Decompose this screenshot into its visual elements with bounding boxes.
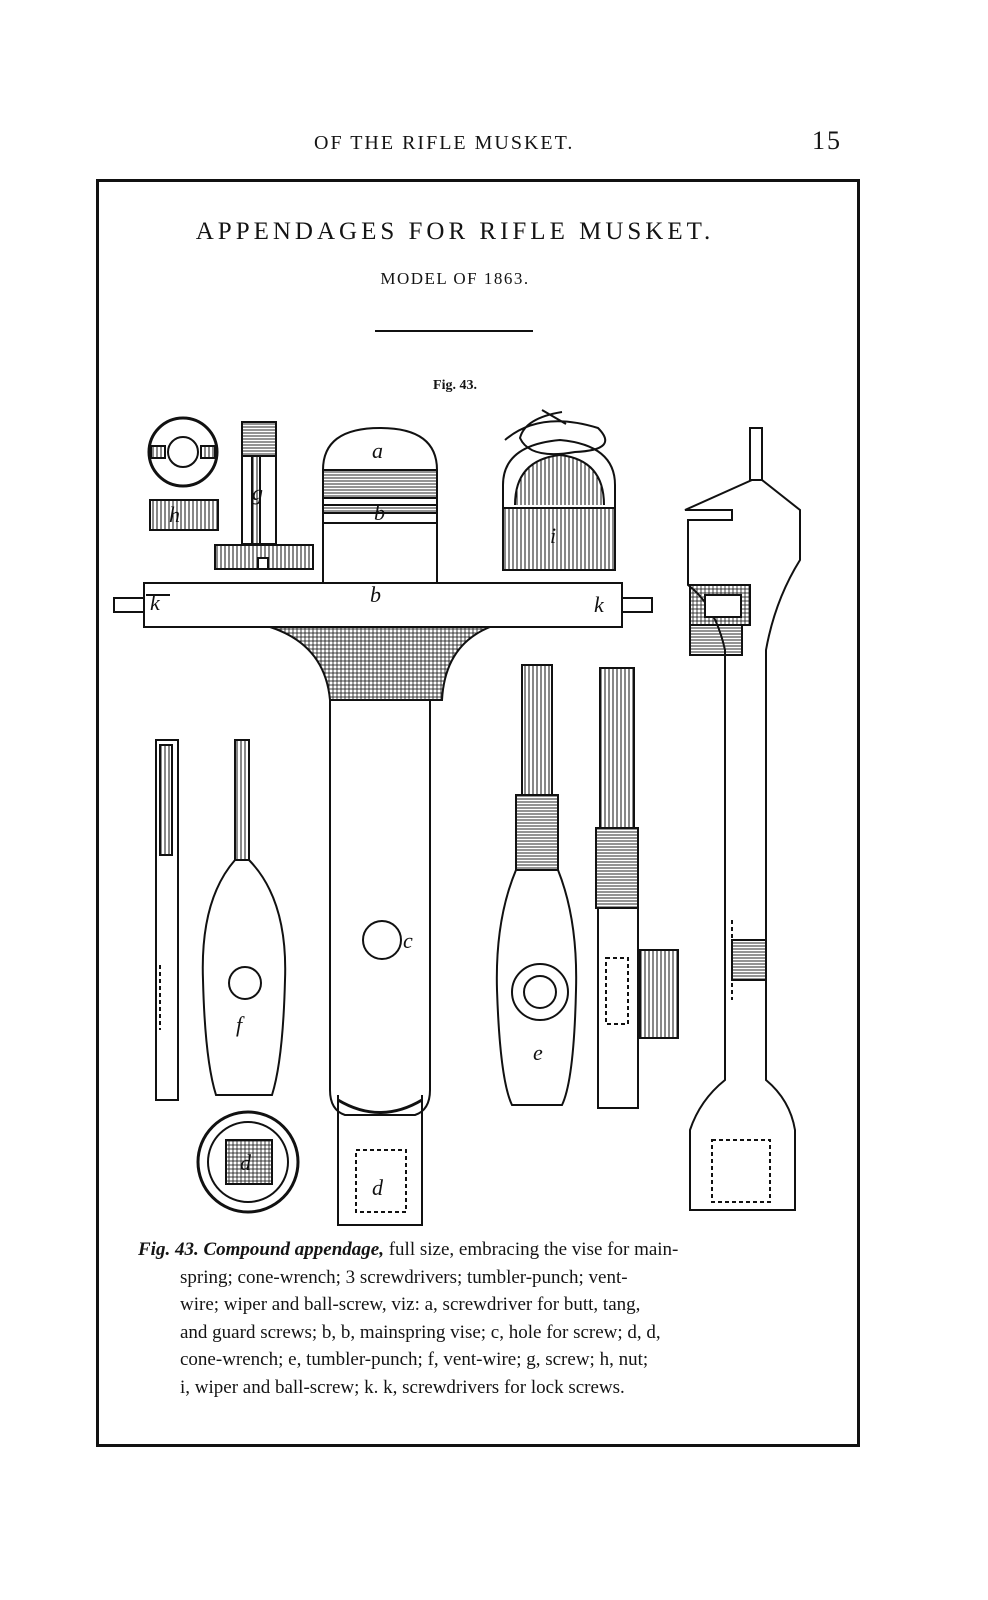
caption-lead: Fig. 43. Compound appendage, — [138, 1239, 384, 1260]
label-h: h — [169, 502, 180, 527]
running-head: OF THE RIFLE MUSKET. — [314, 132, 575, 154]
vent-wire-part-f — [201, 739, 287, 1096]
plate-subtitle: MODEL OF 1863. — [380, 269, 530, 288]
title-rule — [375, 330, 533, 332]
label-e: e — [533, 1040, 543, 1065]
label-c: c — [403, 928, 413, 953]
label-b-bar: b — [370, 582, 381, 607]
label-b-upper: b — [374, 500, 385, 525]
screw-part-g — [214, 421, 314, 570]
label-f: f — [236, 1012, 245, 1037]
screwdriver-k-long — [595, 667, 679, 1109]
plate-frame — [96, 179, 860, 1447]
screwdriver-k-right — [684, 427, 801, 1211]
figure-caption: Fig. 43. Compound appendage, full size, … — [138, 1236, 802, 1401]
label-d-lower: d — [372, 1175, 384, 1200]
plate-title: APPENDAGES FOR RIFLE MUSKET. — [195, 218, 715, 245]
wiper-part-i — [502, 409, 616, 571]
vise-body-part-c — [269, 626, 491, 1226]
tumbler-punch-part-e — [495, 664, 578, 1106]
caption-line-6: i, wiper and ball-screw; k. k, screwdriv… — [180, 1376, 625, 1398]
screwdriver-part-a — [322, 426, 438, 582]
label-k-right: k — [594, 592, 605, 617]
label-k-left: k — [150, 590, 161, 615]
label-a: a — [372, 438, 383, 463]
label-g: g — [252, 480, 263, 505]
cone-wrench-ring — [196, 1110, 300, 1214]
page-number: 15 — [812, 126, 842, 155]
label-i: i — [550, 523, 556, 548]
caption-line-2: spring; cone-wrench; 3 screwdrivers; tum… — [180, 1266, 628, 1288]
caption-line-3: wire; wiper and ball-screw, viz: a, scre… — [180, 1294, 641, 1315]
nut-part-h — [147, 416, 219, 531]
caption-line-1: full size, embracing the vise for main- — [388, 1239, 679, 1260]
punch-rod — [155, 739, 179, 1101]
caption-line-5: cone-wrench; e, tumbler-punch; f, vent-w… — [180, 1349, 649, 1370]
figure-label: Fig. 43. — [433, 378, 477, 393]
vise-bar-part-b — [113, 582, 653, 628]
caption-line-4: and guard screws; b, b, mainspring vise;… — [180, 1321, 661, 1343]
label-d-ring: d — [240, 1150, 252, 1175]
